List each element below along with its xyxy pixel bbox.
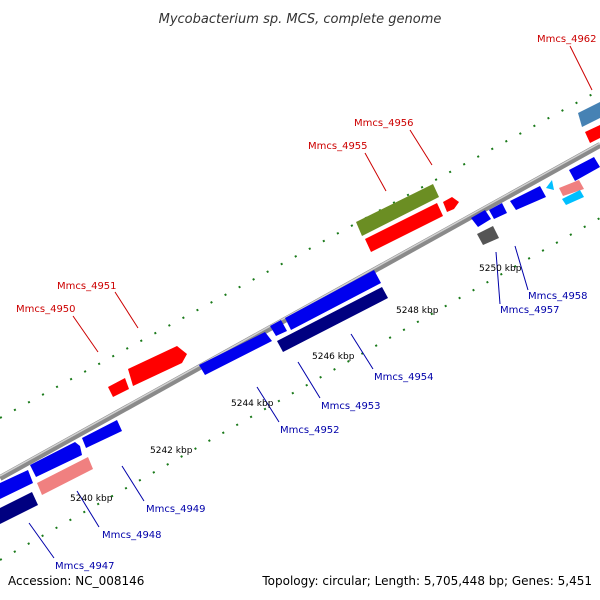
gene-track-inner: [0, 157, 600, 524]
gene-label[interactable]: Mmcs_4954: [374, 372, 434, 383]
inner-gene-labels: Mmcs_4947 Mmcs_4948 Mmcs_4949 Mmcs_4952 …: [55, 291, 588, 572]
callout-line-4953: [297, 361, 321, 399]
callout-line-4954: [350, 333, 374, 370]
gene-label[interactable]: Mmcs_4952: [280, 425, 340, 436]
gene-arrow[interactable]: [585, 125, 600, 143]
outer-gene-labels: Mmcs_4950 Mmcs_4951 Mmcs_4955 Mmcs_4956 …: [16, 34, 597, 315]
gene-label[interactable]: Mmcs_4953: [321, 401, 381, 412]
callout-line-4956: [409, 129, 433, 166]
tick-label: 5250 kbp: [479, 264, 522, 274]
gene-label[interactable]: Mmcs_4949: [146, 504, 206, 515]
callout-line-4955: [364, 152, 387, 192]
gene-arrow[interactable]: [128, 346, 187, 386]
gene-label[interactable]: Mmcs_4956: [354, 118, 414, 129]
gene-arrow[interactable]: [356, 184, 439, 236]
gene-arrow[interactable]: [365, 203, 443, 252]
callout-line-4947: [28, 522, 55, 559]
gene-label[interactable]: Mmcs_4948: [102, 530, 162, 541]
gene-arrow[interactable]: [0, 492, 38, 524]
accession-text: Accession: NC_008146: [8, 574, 144, 588]
gene-label[interactable]: Mmcs_4951: [57, 281, 117, 292]
callout-line-4958: [514, 245, 529, 291]
tick-label: 5244 kbp: [231, 399, 274, 409]
gene-label[interactable]: Mmcs_4962: [537, 34, 597, 45]
callout-line-4962: [569, 45, 593, 91]
gene-arrow[interactable]: [285, 270, 381, 330]
tick-label: 5240 kbp: [70, 494, 113, 504]
gene-label[interactable]: Mmcs_4957: [500, 305, 560, 316]
gene-arrow[interactable]: [562, 190, 584, 205]
gene-arrow[interactable]: [30, 442, 82, 477]
gene-label[interactable]: Mmcs_4958: [528, 291, 588, 302]
outer-tick-track: [0, 89, 600, 419]
gene-arrow[interactable]: [559, 180, 584, 196]
callout-line-4957: [495, 251, 501, 305]
callout-line-4950: [72, 315, 99, 353]
gene-arrow[interactable]: [569, 157, 600, 181]
callout-line-4951: [114, 291, 139, 329]
gene-label[interactable]: Mmcs_4947: [55, 561, 115, 572]
gene-arrow[interactable]: [82, 420, 122, 448]
gene-arrow[interactable]: [199, 332, 272, 375]
gene-arrow[interactable]: [277, 287, 388, 352]
callout-line-4952: [256, 386, 280, 423]
tick-labels: 5240 kbp 5242 kbp 5244 kbp 5246 kbp 5248…: [70, 264, 522, 504]
gene-arrow[interactable]: [489, 203, 507, 219]
gene-label[interactable]: Mmcs_4950: [16, 304, 76, 315]
gene-arrow[interactable]: [477, 226, 499, 245]
genome-summary-text: Topology: circular; Length: 5,705,448 bp…: [261, 574, 592, 588]
gene-arrow[interactable]: [443, 197, 459, 212]
map-title: Mycobacterium sp. MCS, complete genome: [159, 12, 442, 27]
gene-arrow[interactable]: [37, 457, 93, 495]
tick-label: 5246 kbp: [312, 352, 355, 362]
gene-arrow[interactable]: [578, 102, 600, 127]
tick-label: 5242 kbp: [150, 446, 193, 456]
gene-arrow[interactable]: [546, 180, 554, 190]
gene-arrow[interactable]: [510, 186, 546, 210]
gene-track-outer: [108, 102, 600, 397]
gene-arrow[interactable]: [0, 470, 33, 499]
gene-arrow[interactable]: [471, 210, 491, 227]
callout-line-4948: [76, 490, 100, 528]
callout-line-4949: [121, 465, 145, 502]
gene-arrow[interactable]: [108, 378, 129, 397]
tick-label: 5248 kbp: [396, 306, 439, 316]
gene-label[interactable]: Mmcs_4955: [308, 141, 368, 152]
gene-arrow[interactable]: [270, 320, 287, 336]
